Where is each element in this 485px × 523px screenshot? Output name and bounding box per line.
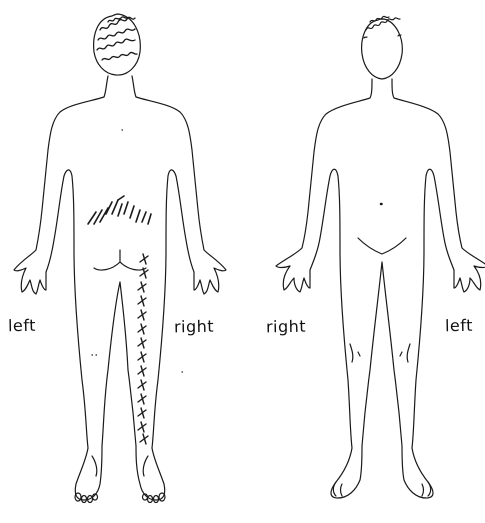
- front-figure: [276, 16, 485, 498]
- front-left-label: left: [445, 316, 473, 335]
- front-right-label: right: [266, 317, 306, 337]
- back-hatch-marks-icon: [88, 196, 151, 224]
- back-left-heel: [92, 456, 97, 476]
- back-figure: [14, 14, 226, 503]
- front-right-toes-icon: [333, 482, 342, 496]
- back-left-label: left: [8, 316, 36, 335]
- back-body-outline: [14, 76, 226, 500]
- back-right-label: right: [174, 317, 214, 337]
- back-buttocks-line: [94, 262, 146, 270]
- back-cross-marks-icon: [138, 254, 148, 444]
- back-hair-icon: [97, 17, 137, 60]
- front-groin-line: [358, 238, 406, 254]
- front-knee-marks: [350, 344, 410, 362]
- front-body-outline: [276, 79, 485, 498]
- front-left-toes-icon: [422, 482, 431, 496]
- back-right-heel: [143, 456, 148, 476]
